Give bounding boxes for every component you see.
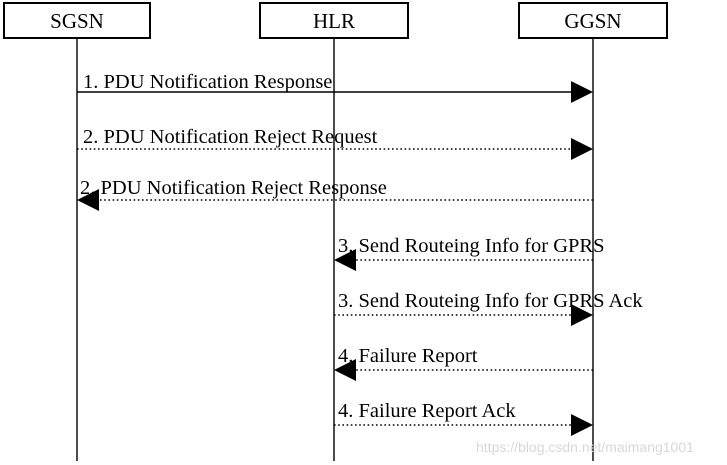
message-arrowhead-5 <box>571 304 593 326</box>
messages-group: 1. PDU Notification Response 2. PDU Notif… <box>77 71 643 436</box>
message-4[interactable]: 3. Send Routeing Info for GPRS <box>334 235 605 271</box>
participant-sgsn[interactable]: SGSN <box>3 2 151 39</box>
message-2[interactable]: 2. PDU Notification Reject Request <box>77 126 593 160</box>
participant-box-sgsn <box>3 2 151 39</box>
message-1[interactable]: 1. PDU Notification Response <box>77 71 593 103</box>
message-label-1: 1. PDU Notification Response <box>83 71 332 93</box>
participant-hlr[interactable]: HLR <box>259 2 409 39</box>
message-arrowhead-1 <box>571 81 593 103</box>
message-arrowhead-6 <box>334 359 356 381</box>
lifelines-group <box>76 38 594 461</box>
message-7[interactable]: 4. Failure Report Ack <box>334 400 593 436</box>
message-label-7: 4. Failure Report Ack <box>338 400 516 422</box>
message-label-4: 3. Send Routeing Info for GPRS <box>338 235 605 257</box>
participant-label-ggsn: GGSN <box>564 9 621 33</box>
message-arrowhead-4 <box>334 249 356 271</box>
message-label-6: 4. Failure Report <box>338 345 478 367</box>
message-3[interactable]: 2. PDU Notification Reject Response <box>77 177 593 211</box>
message-arrowhead-7 <box>571 414 593 436</box>
participant-box-ggsn <box>518 2 668 39</box>
participant-boxes-group: SGSN HLR GGSN <box>3 2 668 39</box>
participant-box-hlr <box>259 2 409 39</box>
message-label-5: 3. Send Routeing Info for GPRS Ack <box>338 290 643 312</box>
watermark-text: https://blog.csdn.net/maimang1001 <box>476 439 694 455</box>
message-label-3: 2. PDU Notification Reject Response <box>80 177 387 199</box>
participant-label-sgsn: SGSN <box>50 9 104 33</box>
participant-ggsn[interactable]: GGSN <box>518 2 668 39</box>
message-5[interactable]: 3. Send Routeing Info for GPRS Ack <box>334 290 643 326</box>
message-6[interactable]: 4. Failure Report <box>334 345 593 381</box>
message-arrowhead-2 <box>571 138 593 160</box>
participant-label-hlr: HLR <box>313 9 355 33</box>
message-label-2: 2. PDU Notification Reject Request <box>83 126 378 148</box>
message-arrowhead-3 <box>77 189 99 211</box>
